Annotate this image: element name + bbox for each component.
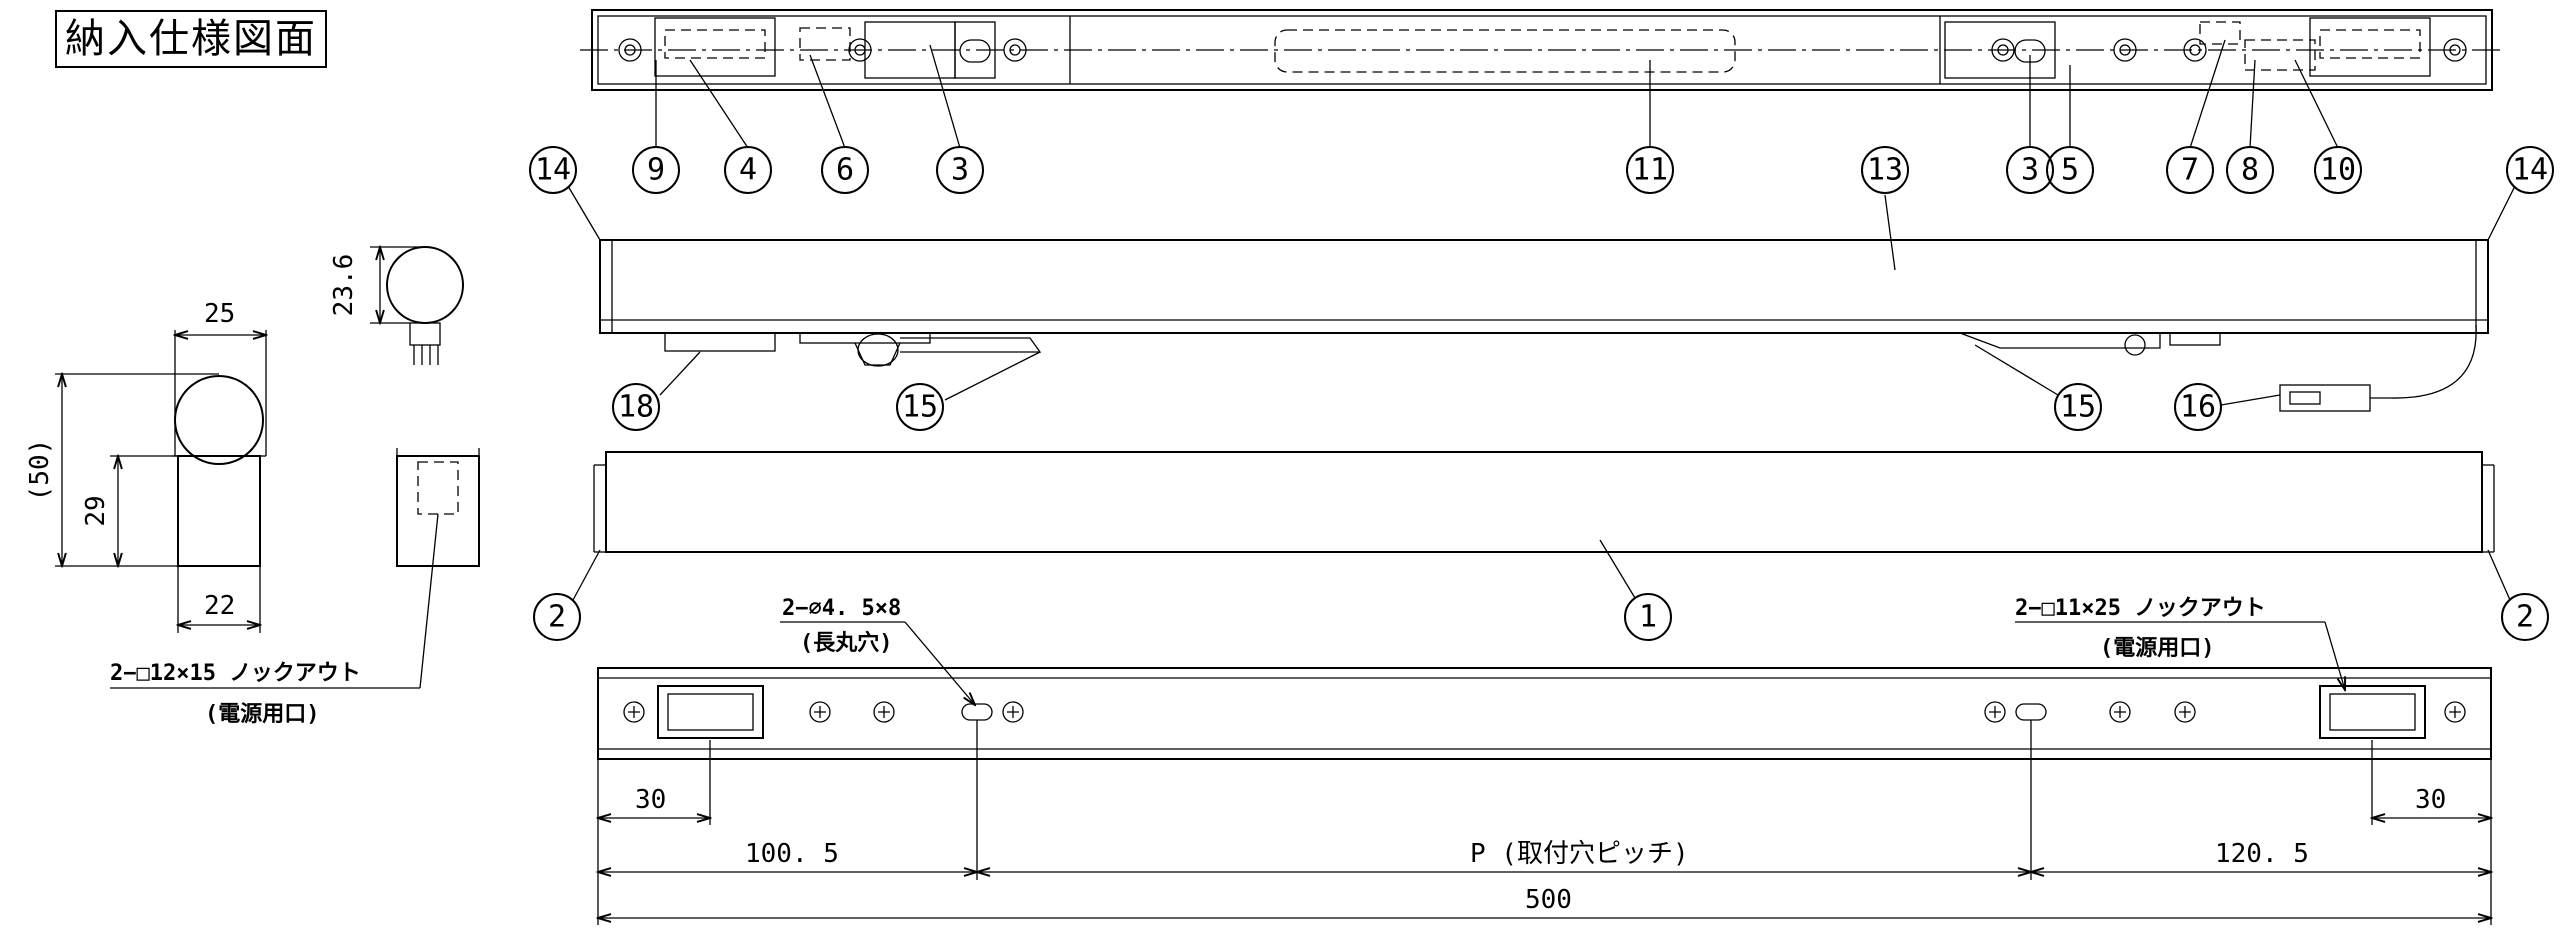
side-view-bulb: 23.6 xyxy=(329,247,464,365)
callout-3-right: 3 xyxy=(2021,153,2039,188)
callout-9: 9 xyxy=(647,153,665,188)
callout-7: 7 xyxy=(2181,153,2199,188)
dim-right-offset: 30 xyxy=(2415,785,2446,815)
bottom-screws xyxy=(623,701,2466,723)
callout-15-left: 15 xyxy=(902,390,938,425)
dim-base-height: 29 xyxy=(81,495,111,526)
slot-left xyxy=(961,703,993,721)
dim-pitch: P (取付穴ピッチ) xyxy=(1470,839,1689,869)
callout-8: 8 xyxy=(2241,153,2259,188)
small-knockout-note: 2−□12×15 ノックアウト xyxy=(110,661,361,686)
front-callouts: 18 15 15 16 xyxy=(612,344,2371,431)
side-view-box: 2−□12×15 ノックアウト (電源用口) xyxy=(110,448,480,727)
slot-right xyxy=(2015,703,2047,721)
callout-5: 5 xyxy=(2061,153,2079,188)
small-knockout-note-sub: (電源用口) xyxy=(205,702,320,727)
bottom-view xyxy=(597,667,2492,760)
top-leaders xyxy=(655,39,2339,271)
dim-left-pitch: 100. 5 xyxy=(745,839,839,869)
callout-18: 18 xyxy=(618,390,654,425)
front-view xyxy=(599,239,2489,399)
dim-width: 25 xyxy=(204,299,235,329)
dim-total-height: (50) xyxy=(25,439,55,502)
callout-2-right: 2 xyxy=(2516,600,2534,635)
bottom-dimensions: 30 30 100. 5 P (取付穴ピッチ) 120. 5 500 xyxy=(598,720,2491,925)
dim-overall: 500 xyxy=(1525,885,1572,915)
callout-15-right: 15 xyxy=(2060,390,2096,425)
connector-plug xyxy=(2279,384,2371,412)
top-screws xyxy=(618,38,2467,62)
slot-note: 2−⌀4. 5×8 xyxy=(782,596,901,621)
bottom-notes: 2−⌀4. 5×8 (長丸穴) 2−□11×25 ノックアウト (電源用口) xyxy=(780,596,2345,705)
large-knockout-note: 2−□11×25 ノックアウト xyxy=(2015,596,2266,621)
dim-left-offset: 30 xyxy=(635,785,666,815)
dim-bulb-height: 23.6 xyxy=(329,254,359,317)
dim-base-width: 22 xyxy=(204,591,235,621)
callout-4: 4 xyxy=(739,153,757,188)
slot-note-sub: (長丸穴) xyxy=(800,630,893,656)
top-view xyxy=(580,9,2505,91)
callout-13: 13 xyxy=(1867,153,1903,188)
callout-3-left: 3 xyxy=(951,153,969,188)
callout-14-right: 14 xyxy=(2512,153,2548,188)
top-callouts: 9 4 6 3 11 13 3 5 7 8 10 14 14 xyxy=(529,146,2554,241)
callout-16: 16 xyxy=(2180,390,2216,425)
callout-14-left: 14 xyxy=(535,153,571,188)
drawing-title: 納入仕様図面 xyxy=(55,10,327,68)
callout-1: 1 xyxy=(1639,600,1657,635)
callout-6: 6 xyxy=(836,153,854,188)
callout-11: 11 xyxy=(1632,153,1668,188)
side-view-main: 25 (50) 29 22 xyxy=(25,299,266,633)
dim-right-pitch: 120. 5 xyxy=(2215,839,2309,869)
large-knockout-note-sub: (電源用口) xyxy=(2100,636,2215,661)
callout-10: 10 xyxy=(2320,153,2356,188)
cover-view: 2 2 1 xyxy=(533,451,2549,641)
callout-2-left: 2 xyxy=(548,600,566,635)
